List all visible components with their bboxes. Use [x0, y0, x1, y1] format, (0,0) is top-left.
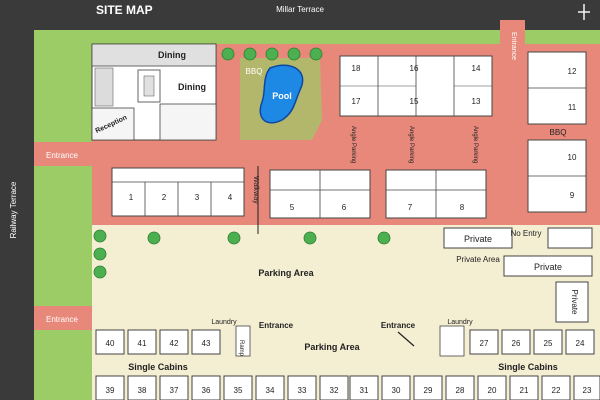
private-label-4: Private [570, 290, 579, 315]
entrance-arrow [397, 331, 415, 347]
cabin-36: 36 [202, 386, 211, 395]
cabin-23: 23 [583, 386, 592, 395]
single-cabins-label-left: Single Cabins [128, 362, 188, 372]
unit-11: 11 [568, 103, 577, 112]
cabin-25: 25 [544, 339, 553, 348]
unit-9: 9 [570, 191, 575, 200]
cabin-38: 38 [138, 386, 147, 395]
cabin-22: 22 [552, 386, 561, 395]
street-left: Railway Terrace [9, 181, 18, 238]
cabin-41: 41 [138, 339, 147, 348]
cabin-33: 33 [298, 386, 307, 395]
cabin-21: 21 [520, 386, 529, 395]
unit-block-right [527, 51, 587, 213]
cabin-42: 42 [170, 339, 179, 348]
unit-7: 7 [408, 203, 413, 212]
entrance-label-bottom-right: Entrance [381, 321, 416, 330]
unit-block-top [339, 55, 493, 117]
cabin-24: 24 [576, 339, 585, 348]
cabin-31: 31 [360, 386, 369, 395]
unit-16: 16 [410, 64, 419, 73]
unit-3: 3 [195, 193, 200, 202]
cabin-35: 35 [234, 386, 243, 395]
laundry-building-right [439, 325, 465, 357]
cabin-28: 28 [456, 386, 465, 395]
private-label-3: Private [534, 262, 562, 272]
unit-14: 14 [472, 64, 481, 73]
unit-10: 10 [568, 153, 577, 162]
laundry-label-left: Laundry [211, 319, 237, 326]
cabin-29: 29 [424, 386, 433, 395]
cabin-32: 32 [330, 386, 339, 395]
cabin-37: 37 [170, 386, 179, 395]
dining-label-2: Dining [178, 82, 206, 92]
entrance-road-lower [34, 306, 94, 330]
private-building-4 [555, 281, 589, 323]
cabins-row1-right [469, 329, 595, 355]
ramp-label: Ramp [238, 340, 244, 357]
unit-18: 18 [352, 64, 361, 73]
unit-13: 13 [472, 97, 481, 106]
parking-area-lower-label: Parking Area [304, 342, 360, 352]
entrance-label-bottom-left: Entrance [259, 321, 294, 330]
cabins-row1-left [95, 329, 221, 355]
unit-5: 5 [290, 203, 295, 212]
unit-4: 4 [228, 193, 233, 202]
unit-block-left [111, 167, 245, 217]
unit-block-mid-b [385, 169, 487, 219]
bbq-label-left: BBQ [246, 67, 263, 76]
walkway-label: Walkway [252, 176, 259, 204]
cabin-27: 27 [480, 339, 489, 348]
cabin-30: 30 [392, 386, 401, 395]
laundry-building-left [235, 325, 251, 357]
cabins-row2 [95, 375, 600, 400]
no-entry-sign [514, 228, 538, 248]
angle-parking-3: Angle Parking [472, 126, 478, 163]
page-title: SITE MAP [96, 3, 153, 17]
private-building-2 [547, 227, 593, 249]
bbq-label-right: BBQ [550, 128, 567, 137]
angle-parking-2: Angle Parking [408, 126, 414, 163]
unit-block-mid-a [269, 169, 371, 219]
cabin-40: 40 [106, 339, 115, 348]
angle-parking-1: Angle Parking [350, 126, 356, 163]
unit-6: 6 [342, 203, 347, 212]
single-cabins-label-right: Single Cabins [498, 362, 558, 372]
unit-8: 8 [460, 203, 465, 212]
cabin-20: 20 [488, 386, 497, 395]
unit-2: 2 [162, 193, 167, 202]
private-building-1 [443, 227, 513, 249]
dining-label-1: Dining [158, 50, 186, 60]
unit-15: 15 [410, 97, 419, 106]
street-top: Millar Terrace [276, 5, 324, 14]
entrance-label-left-2: Entrance [46, 315, 79, 324]
tree-icon [93, 47, 391, 279]
private-label-1: Private [464, 234, 492, 244]
north-arrow-icon [578, 4, 590, 20]
entrance-label-left-1: Entrance [46, 151, 79, 160]
unit-1: 1 [129, 193, 134, 202]
private-building-3 [503, 255, 593, 277]
entrance-road-upper [34, 142, 94, 166]
parking-area-main-label: Parking Area [258, 268, 314, 278]
cabin-43: 43 [202, 339, 211, 348]
unit-12: 12 [568, 67, 577, 76]
cabin-34: 34 [266, 386, 275, 395]
cabin-39: 39 [106, 386, 115, 395]
pool-label: Pool [272, 91, 292, 101]
private-area-label: Private Area [456, 255, 500, 264]
pool [259, 64, 304, 124]
laundry-label-right: Laundry [447, 319, 473, 326]
parking-area [92, 225, 600, 400]
no-entry-label: No Entry [510, 229, 541, 238]
entrance-label-right: Entrance [510, 32, 517, 60]
cabin-26: 26 [512, 339, 521, 348]
entrance-road-top [500, 20, 525, 50]
unit-17: 17 [352, 97, 361, 106]
